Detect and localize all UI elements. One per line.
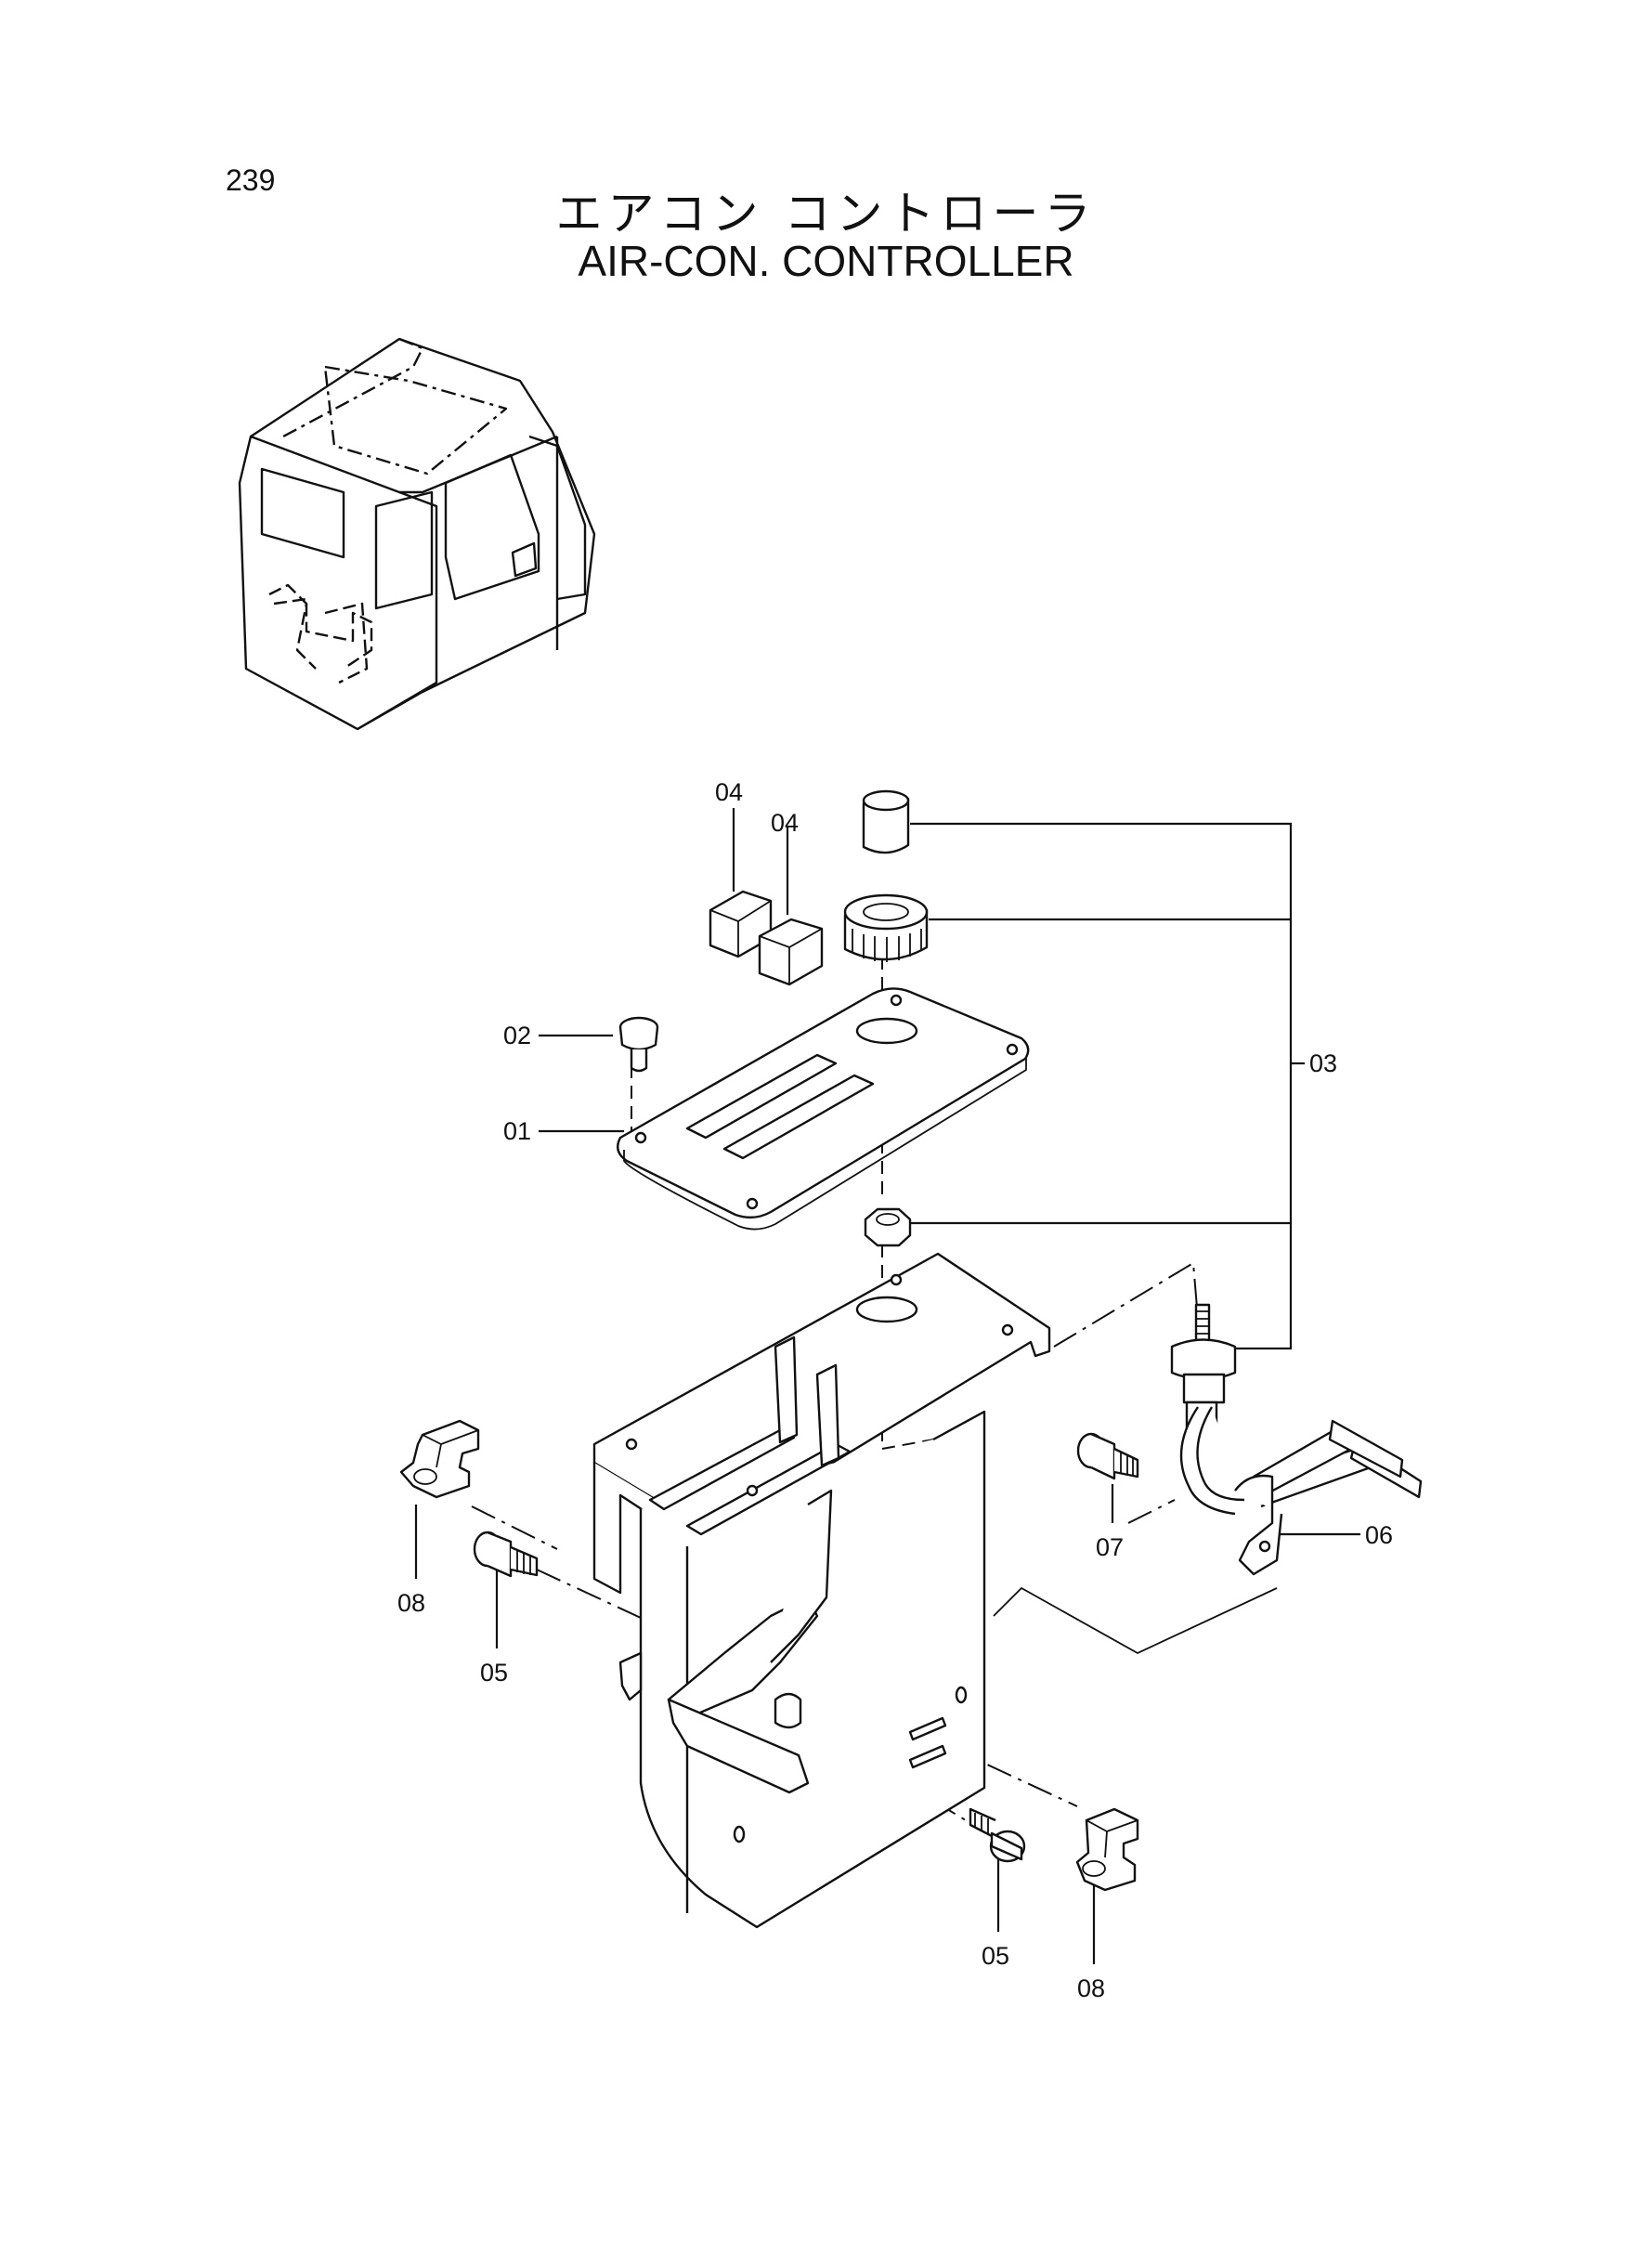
part-07-screw <box>1076 1432 1139 1480</box>
callout-01: 01 <box>503 1117 531 1145</box>
cab-overview-illustration <box>238 337 596 731</box>
part-03-dial-knob <box>843 893 929 962</box>
part-08-clip-left <box>399 1419 480 1499</box>
callout-04-left: 04 <box>715 778 743 806</box>
part-03-nut <box>864 1207 912 1247</box>
part-02-pin <box>618 1016 659 1073</box>
part-05-screw-bottom <box>969 1807 1026 1863</box>
title-english: AIR-CON. CONTROLLER <box>578 237 1074 285</box>
part-05-screw-left <box>473 1531 539 1578</box>
part-01-cover-plate <box>617 987 1030 1231</box>
part-04-knob-right <box>758 918 824 986</box>
callout-03: 03 <box>1309 1049 1337 1077</box>
callout-08-bottom: 08 <box>1077 1974 1105 2002</box>
callout-05-left: 05 <box>480 1659 508 1687</box>
callout-02: 02 <box>503 1022 531 1049</box>
callout-08-left: 08 <box>397 1589 425 1617</box>
main-bracket <box>592 1252 1051 1929</box>
callout-04-right: 04 <box>771 809 799 837</box>
part-06-harness-clamp <box>1179 1406 1423 1576</box>
page-number: 239 <box>226 163 276 197</box>
callout-07: 07 <box>1096 1533 1124 1561</box>
leader-lines <box>414 808 1360 1964</box>
title-japanese: エアコン コントローラ <box>555 187 1097 241</box>
callout-05-bottom: 05 <box>982 1942 1009 1970</box>
callout-labels: 04 04 02 01 03 08 05 07 06 05 08 <box>397 778 1393 2002</box>
part-08-clip-bottom <box>1075 1807 1139 1892</box>
callout-06: 06 <box>1365 1521 1393 1549</box>
part-03-cap <box>862 789 910 854</box>
